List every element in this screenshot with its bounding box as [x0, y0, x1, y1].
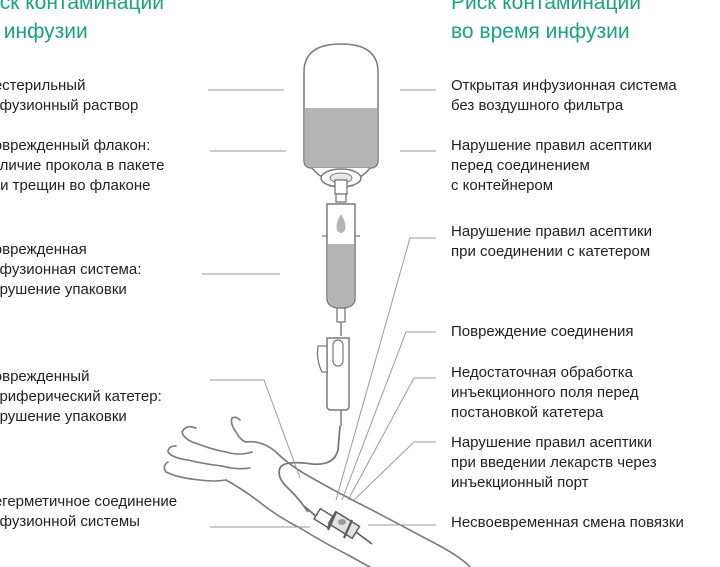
- label-asepsis-before-container: Нарушение правил асептики перед соединен…: [451, 137, 652, 194]
- drip-chamber: [322, 203, 360, 323]
- label-asepsis-injection-port: Нарушение правил асептики при введении л…: [451, 434, 657, 491]
- during-infusion-heading: Риск контаминации во время инфузии: [451, 0, 641, 43]
- label-non-sterile-solution: Нестерильный инфузионный раствор: [0, 77, 139, 114]
- label-open-system-no-air-filter: Открытая инфузионная система без воздушн…: [451, 77, 677, 114]
- label-damaged-infusion-set: Поврежденная инфузионная система: наруше…: [0, 241, 142, 298]
- patient-arm: [163, 416, 471, 567]
- infusion-bottle: [303, 43, 379, 188]
- label-leaky-connection: Негерметичное соединение инфузионной сис…: [0, 493, 178, 530]
- label-dressing-change: Несвоевременная смена повязки: [451, 514, 684, 531]
- right-leader-lines: [335, 89, 436, 526]
- left-leader-lines: [202, 89, 310, 528]
- roller-clamp: [316, 337, 350, 426]
- peripheral-catheter: [303, 505, 373, 545]
- label-connection-damage: Повреждение соединения: [451, 323, 634, 340]
- label-asepsis-catheter-connection: Нарушение правил асептики при соединении…: [451, 223, 652, 260]
- infusion-solution-level: [305, 108, 377, 167]
- infusion-tubing: [278, 425, 341, 513]
- label-insufficient-site-prep: Недостаточная обработка инъекционного по…: [451, 364, 639, 421]
- label-damaged-container: Поврежденный флакон: наличие прокола в п…: [0, 137, 165, 194]
- label-damaged-catheter: Поврежденный периферический катетер: нар…: [0, 368, 162, 425]
- before-infusion-heading: Риск контаминации до инфузии: [0, 0, 164, 43]
- spike-connector: [329, 179, 353, 203]
